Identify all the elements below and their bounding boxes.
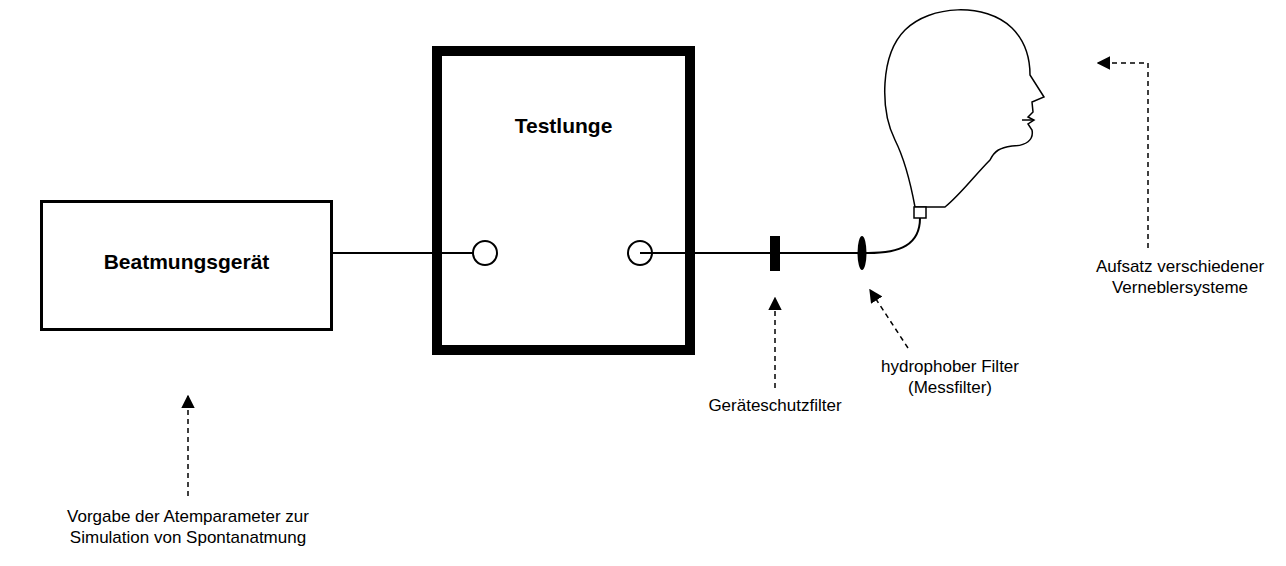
leader-arrow <box>1098 63 1148 248</box>
tube-line <box>442 252 473 254</box>
leader-arrow <box>187 396 189 496</box>
leader-arrow <box>870 290 908 348</box>
callout-label: Aufsatz verschiedener Verneblersysteme <box>1085 256 1275 299</box>
callout-label: hydrophober Filter (Messfilter) <box>870 356 1030 399</box>
callout-label: Geräteschutzfilter <box>685 395 865 416</box>
node-label: Beatmungsgerät <box>104 250 270 274</box>
measuring-filter <box>858 236 867 270</box>
test-lung-box: Testlunge <box>432 46 695 355</box>
leader-arrow <box>774 298 776 388</box>
ventilator-box: Beatmungsgerät <box>40 200 333 331</box>
node-label: Testlunge <box>515 114 613 138</box>
neck-connector <box>914 207 926 218</box>
mouth-line <box>1022 119 1034 121</box>
callout-label: Vorgabe der Atemparameter zur Simulation… <box>53 506 323 549</box>
port-circle <box>473 241 497 265</box>
tube-connector <box>333 252 432 254</box>
head-outline <box>885 10 1044 207</box>
device-filter <box>770 236 780 271</box>
